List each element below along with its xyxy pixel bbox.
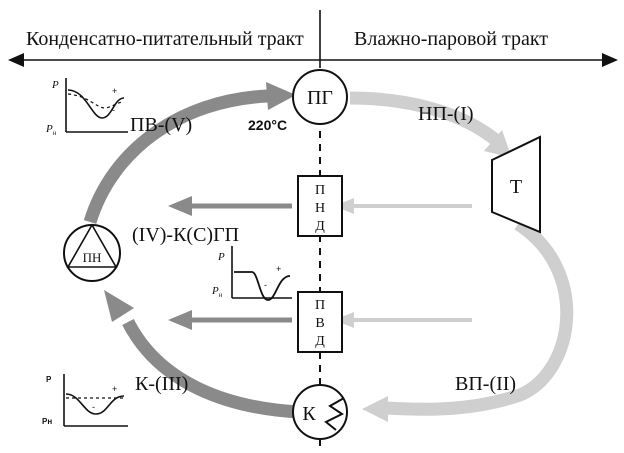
- svg-text:-: -: [92, 402, 95, 412]
- mini-chart-k-y-bottom: Pн: [42, 417, 52, 426]
- mini-chart-pv: + - P Pн: [45, 78, 128, 137]
- lp-heater-letter-2: Н: [315, 201, 325, 216]
- mini-chart-mid-y-bottom-sub: н: [219, 291, 223, 299]
- temperature-label: 220°С: [248, 117, 287, 133]
- steam-generator-node: ПГ: [292, 69, 348, 125]
- coil-icon: [324, 397, 345, 431]
- lp-heater-letter-3: Д: [315, 219, 325, 234]
- mini-chart-mid: + - P Pн: [211, 246, 292, 301]
- svg-text:Pн: Pн: [45, 123, 57, 137]
- svg-text:-: -: [264, 280, 267, 290]
- lp-heater-node: П Н Д: [297, 175, 343, 237]
- hp-heater-letter-3: Д: [315, 334, 325, 349]
- svg-text:Pн: Pн: [211, 285, 223, 299]
- svg-text:-: -: [112, 105, 115, 115]
- stage-label-pv: ПВ-(V): [130, 114, 192, 136]
- stage-label-kgp: (IV)-К(С)ГП: [132, 224, 239, 246]
- arrow-turbine-to-condenser: [362, 218, 574, 422]
- mini-chart-pv-y-bottom: P: [45, 123, 53, 135]
- hp-heater-letter-2: В: [315, 316, 324, 331]
- svg-text:+: +: [112, 384, 117, 394]
- arrow-pump-to-sg: [83, 82, 296, 224]
- mini-chart-pv-y-top: P: [51, 79, 59, 91]
- hp-heater-node: П В Д: [297, 291, 343, 353]
- stage-label-k: К-(III): [135, 373, 188, 395]
- svg-text:+: +: [276, 264, 281, 274]
- tract-divider-arrow: [8, 10, 618, 68]
- left-tract-label: Конденсатно-питательный тракт: [26, 28, 304, 50]
- arrow-out-of-lp-heater: [168, 196, 292, 216]
- arrow-out-of-hp-heater: [168, 310, 292, 330]
- feed-pump-label: ПН: [83, 250, 102, 265]
- arrow-into-lp-heater: [334, 198, 472, 214]
- turbine-label: Т: [510, 176, 522, 198]
- condenser-node: К: [292, 384, 348, 446]
- mini-chart-mid-y-bottom: P: [211, 285, 219, 297]
- mini-chart-k-y-top: P: [46, 375, 52, 384]
- arrow-condenser-to-pump: [104, 290, 299, 419]
- stage-label-vp: ВП-(II): [455, 373, 516, 395]
- condenser-label: К: [302, 403, 316, 425]
- steam-generator-label: ПГ: [307, 87, 333, 109]
- right-tract-label: Влажно-паровой тракт: [354, 28, 548, 50]
- feed-pump-node: ПН: [63, 223, 121, 282]
- turbine-node: Т: [491, 135, 541, 234]
- hp-heater-letter-1: П: [315, 298, 325, 313]
- mini-chart-mid-y-top: P: [217, 251, 225, 263]
- mini-chart-pv-y-bottom-sub: н: [53, 129, 57, 137]
- mini-chart-k: + - P Pн: [42, 374, 128, 427]
- svg-text:+: +: [112, 86, 117, 96]
- arrow-sg-to-turbine: [349, 91, 512, 158]
- lp-heater-letter-1: П: [315, 183, 325, 198]
- arrow-into-hp-heater: [334, 312, 472, 328]
- stage-label-np: НП-(I): [418, 103, 474, 125]
